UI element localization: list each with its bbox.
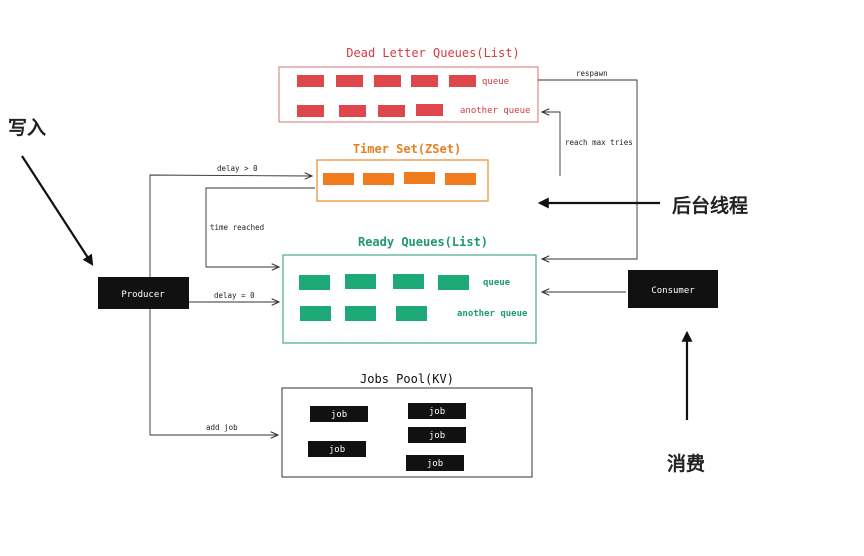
dead-letter-item: [416, 104, 443, 116]
job-label: job: [331, 410, 347, 420]
timer-set-group: Timer Set(ZSet): [316, 142, 489, 202]
ready-queues-group: Ready Queues(List) queue another queue: [282, 235, 537, 344]
timer-item: [323, 173, 354, 185]
dead-letter-box: [278, 66, 539, 123]
dead-letter-item: [297, 105, 324, 117]
jobs-pool-group: Jobs Pool(KV) job job job job job: [281, 372, 533, 478]
timer-item: [363, 173, 394, 185]
job-label: job: [429, 407, 445, 417]
edge-add-job: [149, 309, 278, 435]
producer-label: Producer: [121, 290, 165, 300]
dead-letter-queue-label: queue: [482, 77, 509, 87]
job-label: job: [429, 431, 445, 441]
label-reach-max: reach max tries: [565, 138, 633, 147]
ready-item: [345, 274, 376, 289]
ready-queues-box: [282, 254, 537, 344]
ready-item: [393, 274, 424, 289]
annotation-consume: 消费: [667, 452, 705, 475]
dead-letter-item: [374, 75, 401, 87]
ready-another-label: another queue: [457, 309, 528, 319]
annotation-arrows: [21, 155, 693, 420]
ready-item: [300, 306, 331, 321]
jobs-pool-box: [281, 387, 533, 478]
dead-letter-item: [339, 105, 366, 117]
job-item: [408, 427, 466, 443]
edge-delay-gt: [149, 175, 312, 277]
label-respawn: respawn: [576, 69, 608, 78]
dead-letter-item: [378, 105, 405, 117]
dead-letter-item: [336, 75, 363, 87]
ready-item: [438, 275, 469, 290]
dead-letter-item: [297, 75, 324, 87]
job-label: job: [427, 459, 443, 469]
dead-letter-another-label: another queue: [460, 106, 530, 116]
ready-item: [345, 306, 376, 321]
jobs-pool-title: Jobs Pool(KV): [360, 372, 454, 386]
job-item: [406, 455, 464, 471]
job-item: [308, 441, 366, 457]
dead-letter-title: Dead Letter Queues(List): [346, 46, 519, 60]
connectors: [149, 79, 638, 435]
annotation-background: 后台线程: [672, 194, 748, 217]
dead-letter-item: [449, 75, 476, 87]
producer-node: Producer: [98, 277, 189, 309]
label-delay-gt: delay > 0: [217, 164, 258, 173]
label-add-job: add job: [206, 423, 238, 432]
dead-letter-queues-group: Dead Letter Queues(List) queue another q…: [278, 46, 539, 123]
label-time-reached: time reached: [210, 223, 264, 232]
timer-item: [445, 173, 476, 185]
ready-item: [396, 306, 427, 321]
consumer-label: Consumer: [651, 286, 695, 296]
job-label: job: [329, 445, 345, 455]
annotation-write: 写入: [8, 117, 46, 139]
arrow-write: [21, 155, 94, 266]
timer-set-box: [316, 159, 489, 202]
edge-time-reached: [205, 187, 315, 267]
ready-queues-title: Ready Queues(List): [358, 235, 488, 249]
edge-respawn: [538, 79, 638, 259]
ready-queue-label: queue: [483, 278, 511, 288]
timer-item: [404, 172, 435, 184]
dead-letter-item: [411, 75, 438, 87]
consumer-node: Consumer: [628, 270, 718, 308]
job-item: [408, 403, 466, 419]
ready-item: [299, 275, 330, 290]
job-item: [310, 406, 368, 422]
timer-set-title: Timer Set(ZSet): [353, 142, 461, 156]
edge-reach-max: [542, 112, 561, 176]
label-delay-eq: delay = 0: [214, 291, 255, 300]
